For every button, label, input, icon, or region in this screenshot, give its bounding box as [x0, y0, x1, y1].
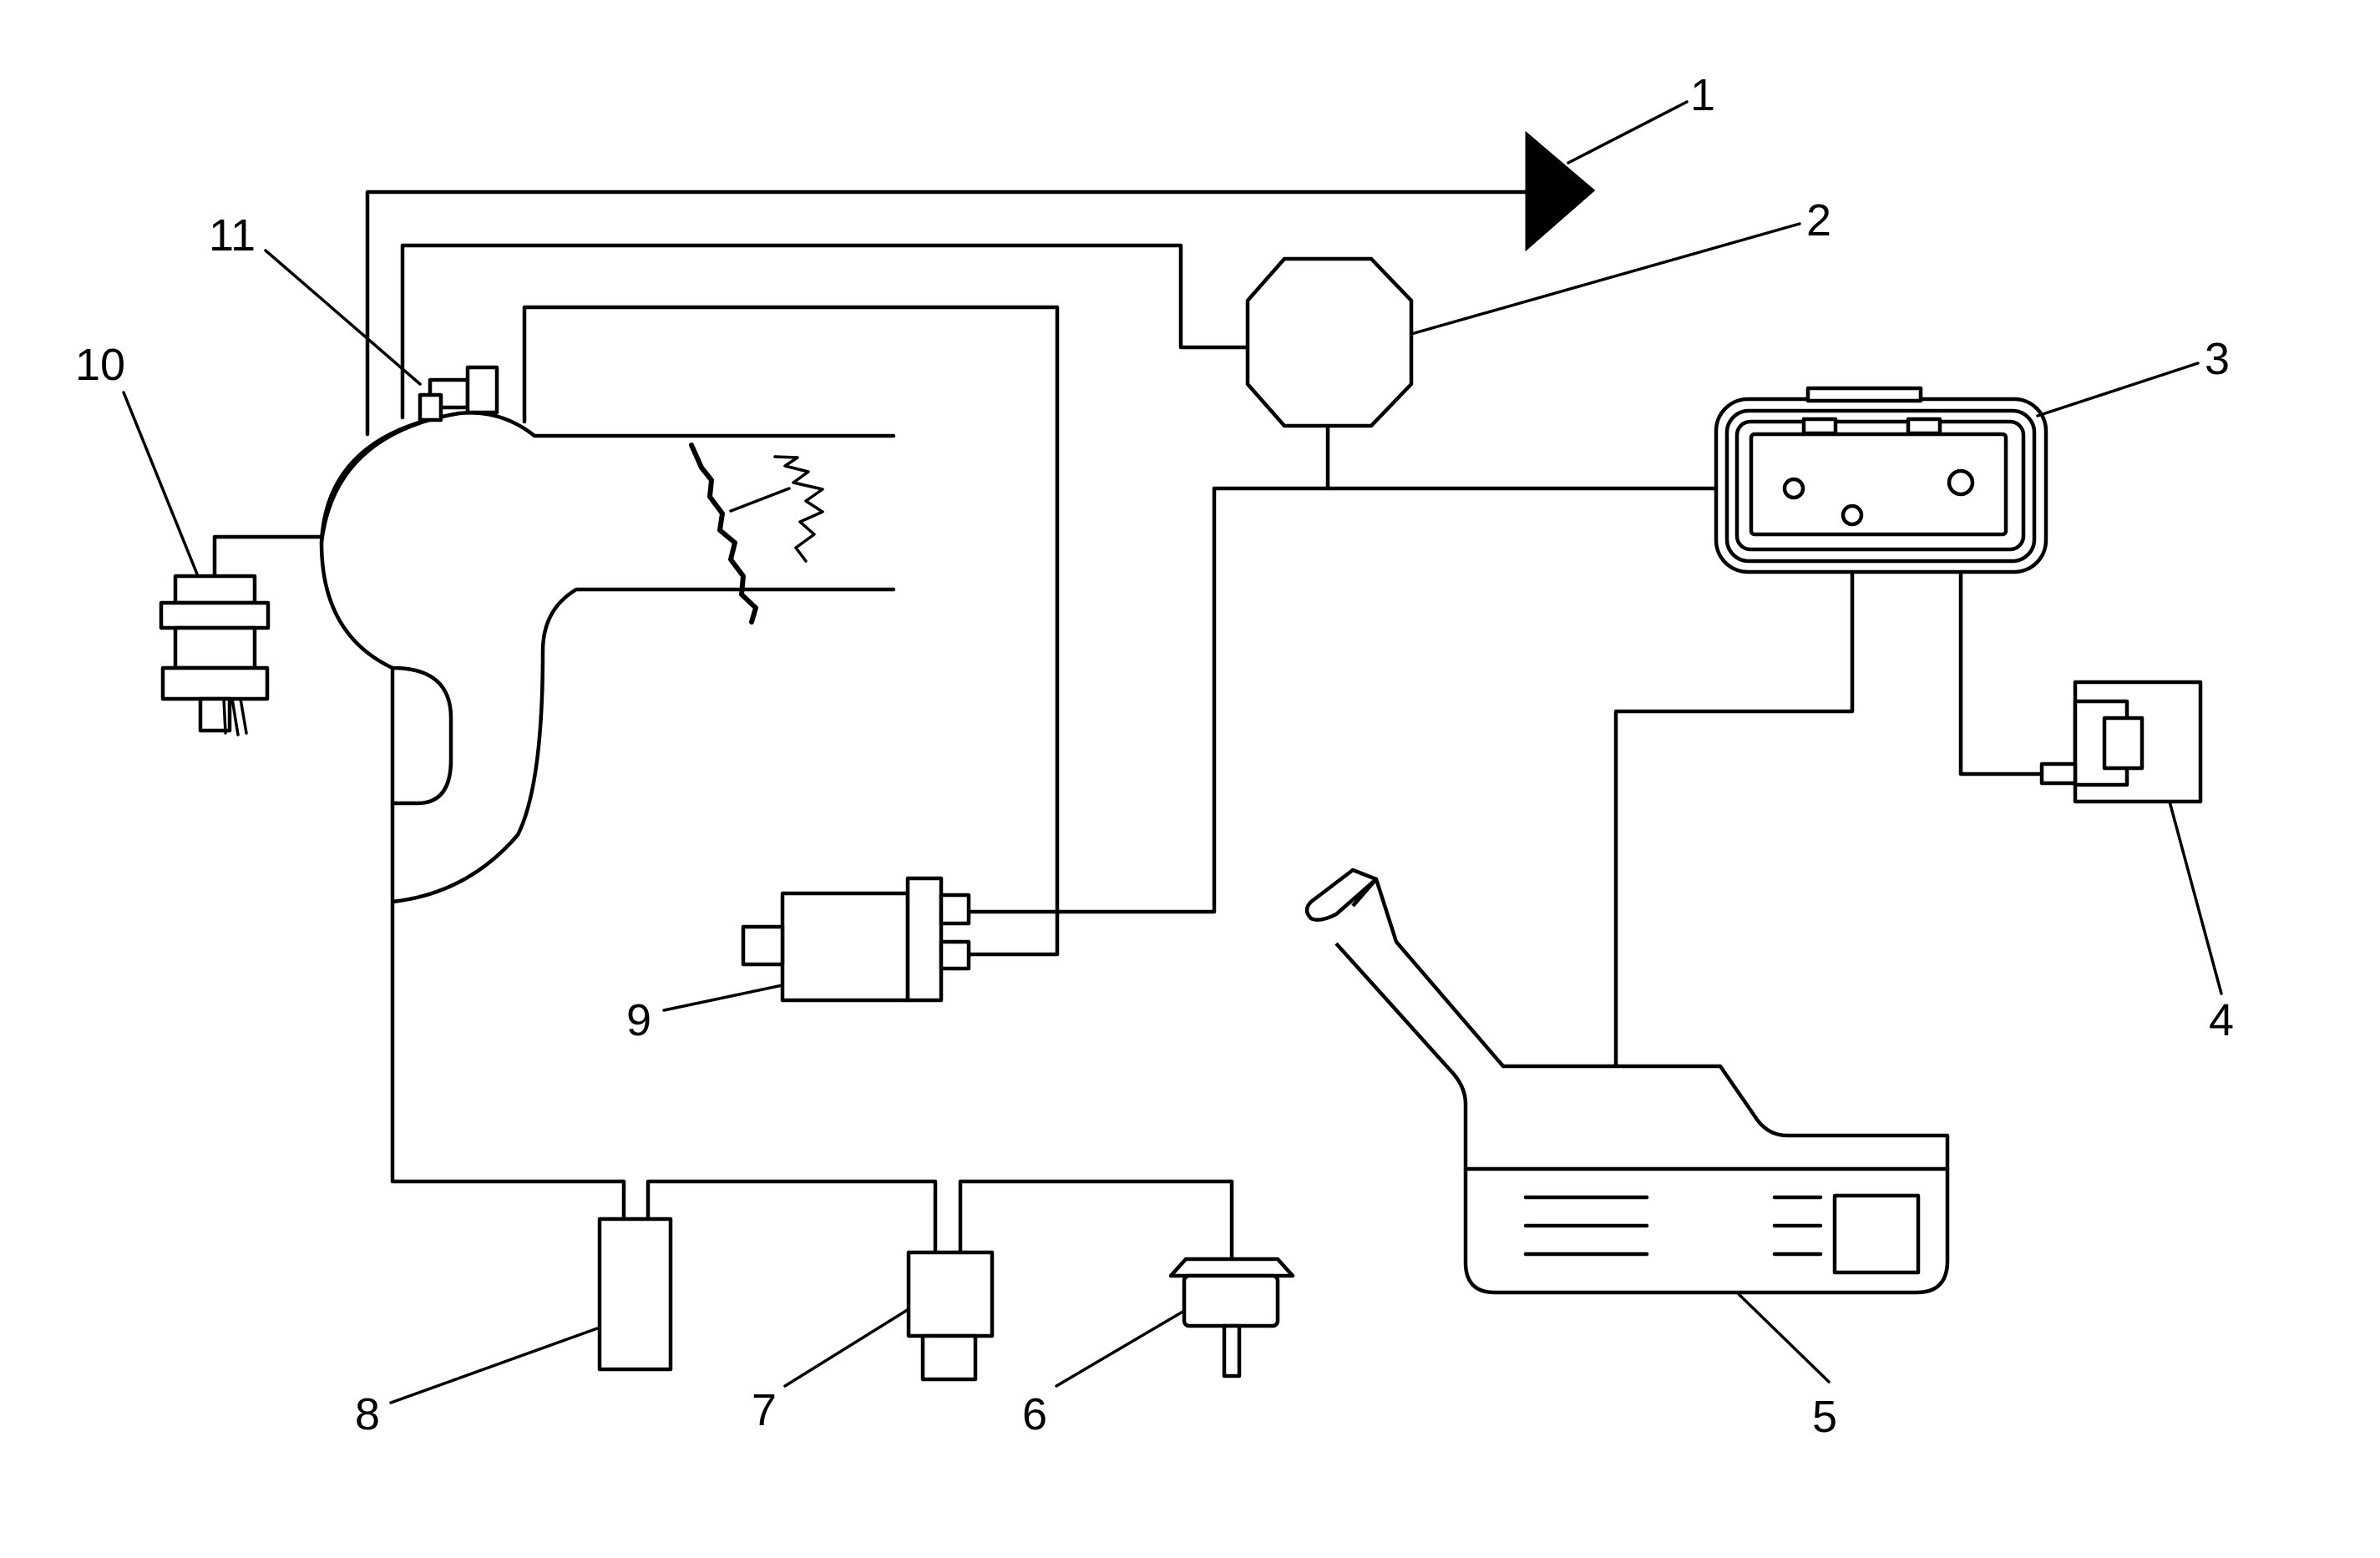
solenoid-9 — [741, 876, 971, 1003]
intake-plenum-arc — [319, 419, 424, 545]
leader-8 — [389, 1326, 601, 1404]
leader-5 — [1735, 1291, 1831, 1383]
hose-to-solenoid-lower — [966, 486, 1217, 914]
leak-zigzag — [773, 455, 824, 563]
module-5-window — [1832, 1193, 1921, 1275]
hose-to-component-7 — [646, 1179, 938, 1255]
valve-4-port — [2039, 761, 2078, 786]
component-6-stem — [1222, 1323, 1242, 1378]
valve-4-inner — [2102, 716, 2145, 771]
sensor-10-wire-3 — [239, 697, 248, 735]
hose-to-vacuum-source — [365, 190, 1531, 437]
reservoir-face — [1749, 432, 2008, 537]
leader-10 — [122, 391, 200, 578]
component-6-flange — [1168, 1257, 1295, 1278]
check-valve-body — [1245, 256, 1414, 428]
callout-10: 10 — [75, 340, 125, 390]
callout-1: 1 — [1690, 70, 1715, 120]
callout-3: 3 — [2205, 334, 2230, 384]
callout-11: 11 — [209, 210, 256, 261]
solenoid-9-collar — [905, 876, 944, 1003]
hose-manifold-to-bottom — [390, 665, 626, 1222]
hose-to-solenoid-upper — [522, 305, 1060, 957]
sensor-10-top — [173, 574, 257, 605]
hose-routing — [212, 190, 2044, 1262]
leader-2 — [1410, 222, 1801, 336]
component-7 — [906, 1250, 995, 1382]
fitting-11 — [418, 365, 499, 422]
solenoid-9-lower-port — [939, 939, 971, 971]
hose-to-check-valve — [400, 243, 1250, 420]
hose-reservoir-to-module — [1613, 515, 1855, 1069]
sensor-10-flange — [159, 600, 271, 630]
sensor-10 — [159, 574, 271, 736]
crack-mark — [689, 443, 758, 625]
component-6-body — [1182, 1273, 1280, 1328]
leader-1 — [1567, 100, 1689, 164]
fitting-11-tip — [418, 392, 443, 422]
module-5-body — [1304, 868, 1950, 1295]
solenoid-9-left-port — [741, 924, 785, 967]
intake-manifold — [319, 411, 896, 904]
reservoir-clip-left — [1801, 417, 1838, 436]
sensor-10-wire-1 — [222, 697, 227, 735]
leader-11 — [264, 249, 422, 386]
hose-to-component-6 — [958, 1179, 1234, 1262]
crack-leader — [729, 487, 791, 513]
callout-5: 5 — [1812, 1392, 1837, 1442]
solenoid-9-body — [780, 891, 910, 1003]
hose-reservoir-to-valve — [1958, 486, 2044, 776]
component-7-tail — [920, 1333, 978, 1382]
callout-9: 9 — [626, 995, 651, 1045]
vacuum-reservoir — [1714, 386, 2048, 574]
sensor-10-base — [160, 665, 270, 701]
callout-labels: 1 2 3 4 5 6 7 8 9 10 11 — [75, 70, 2234, 1442]
reservoir-port-center — [1841, 503, 1864, 527]
component-6 — [1168, 1257, 1295, 1378]
callout-8: 8 — [355, 1389, 380, 1439]
leader-7 — [783, 1308, 910, 1388]
sensor-10-mid — [173, 625, 257, 670]
callout-2: 2 — [1806, 195, 1831, 245]
callout-7: 7 — [752, 1385, 777, 1435]
component-8-body — [597, 1217, 673, 1372]
intake-plenum — [319, 411, 896, 904]
solenoid-9-upper-port — [939, 893, 971, 926]
arrow-head — [1525, 130, 1596, 252]
vacuum-source-arrow-icon — [1525, 130, 1596, 252]
control-module-5 — [1304, 868, 1950, 1295]
reservoir-clip-right — [1906, 417, 1942, 436]
reservoir-tab-top — [1805, 386, 1923, 403]
callout-4: 4 — [2209, 995, 2234, 1045]
component-8 — [597, 1217, 673, 1372]
leader-lines — [122, 100, 2223, 1404]
leader-3 — [2036, 362, 2200, 417]
hose-sensor-to-manifold — [212, 534, 324, 579]
leader-4 — [2168, 800, 2223, 995]
leader-6 — [1055, 1309, 1186, 1388]
leader-9 — [662, 984, 784, 1012]
reservoir-port-left — [1782, 477, 1805, 500]
check-valve-octagon — [1245, 256, 1414, 428]
fitting-11-body — [465, 365, 499, 415]
sensor-10-wire-2 — [230, 697, 240, 736]
vacuum-valve-4 — [2039, 680, 2203, 804]
callout-6: 6 — [1022, 1389, 1047, 1439]
reservoir-port-right — [1947, 468, 1975, 497]
component-7-body — [906, 1250, 995, 1338]
